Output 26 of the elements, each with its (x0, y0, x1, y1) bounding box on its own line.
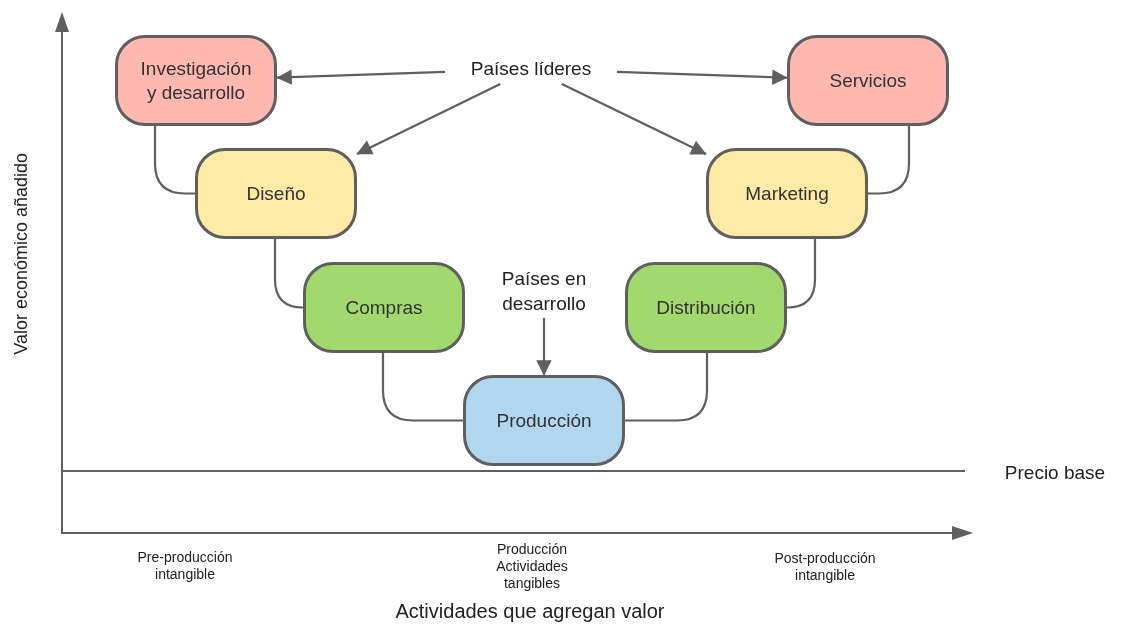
axis-title: Valor económico añadido (11, 151, 33, 357)
axis-title: Actividades que agregan valor (394, 599, 666, 623)
arrow (356, 83, 501, 155)
activity-box: Diseño (195, 148, 357, 239)
connector-line (625, 353, 709, 422)
connector-line (273, 239, 305, 309)
axis-category-label: Pre-producción intangible (136, 549, 234, 583)
note-text: Países en desarrollo (478, 266, 610, 318)
axis-category-label: Post-producción intangible (773, 550, 877, 584)
arrow (276, 69, 446, 85)
activity-box: Investigación y desarrollo (115, 35, 277, 126)
activity-box: Compras (303, 262, 465, 353)
activity-box: Servicios (787, 35, 949, 126)
connector-line (153, 126, 195, 195)
axis-category-label: Producción Actividades tangibles (495, 541, 569, 592)
connector-line (868, 126, 911, 195)
arrow (561, 83, 707, 156)
arrow (536, 318, 552, 376)
arrow (616, 69, 788, 85)
activity-box: Marketing (706, 148, 868, 239)
activity-box: Distribución (625, 262, 787, 353)
activity-box: Producción (463, 375, 625, 466)
connector-line (381, 353, 463, 422)
connector-line (785, 239, 817, 309)
baseline-label: Precio base (1003, 462, 1107, 485)
note-text: Países líderes (445, 54, 617, 84)
